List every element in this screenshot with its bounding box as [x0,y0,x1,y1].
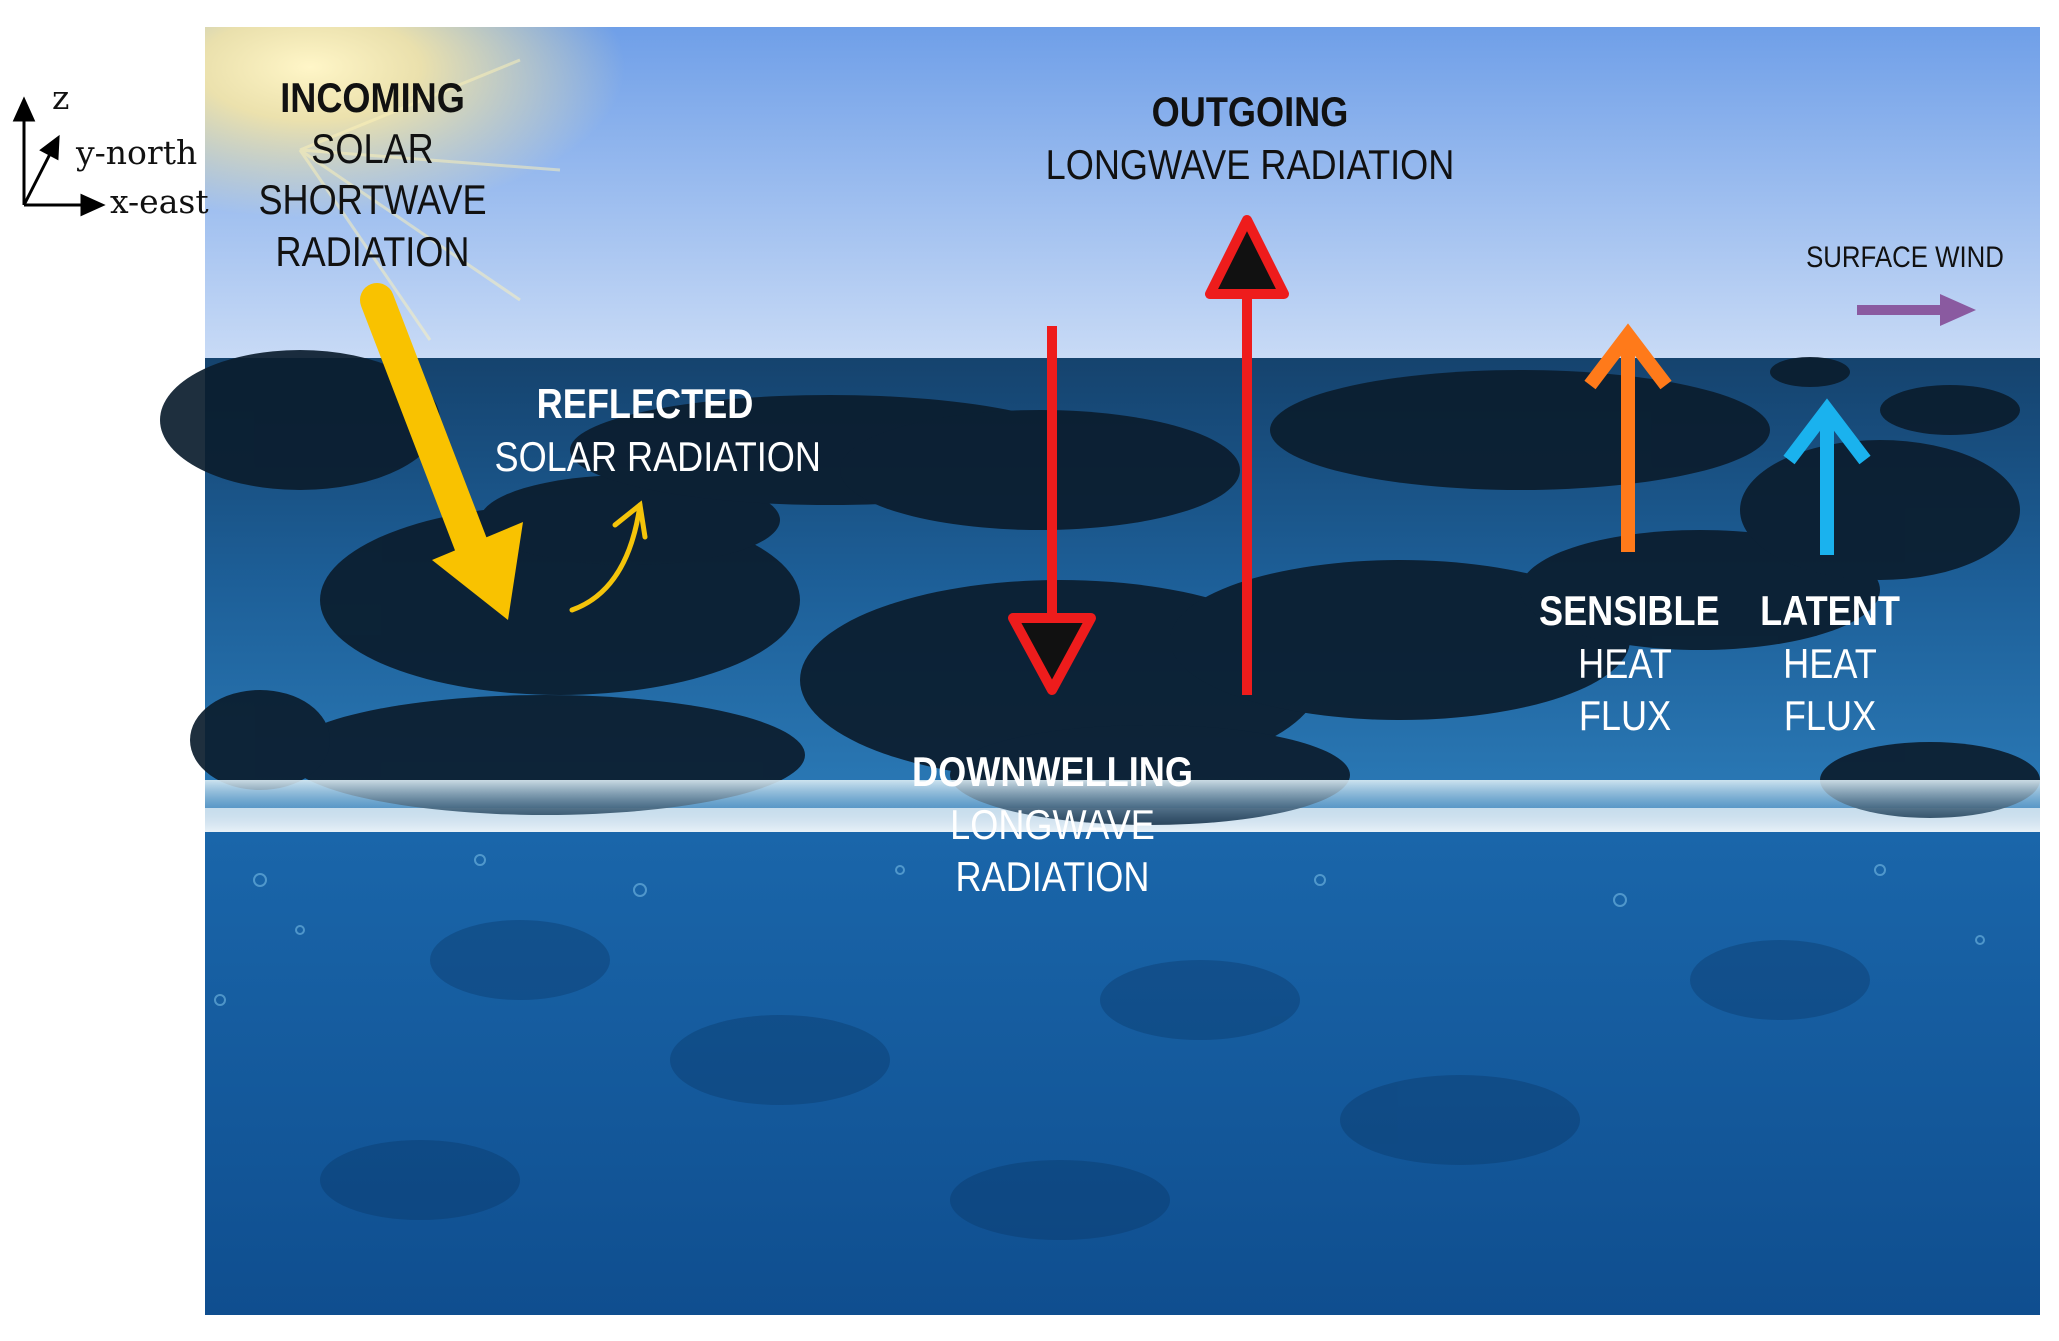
label-outgoing-bold: OUTGOING [1151,88,1349,135]
axes-icon [12,96,106,217]
label-incoming-line3: RADIATION [275,227,470,275]
label-incoming-line2: SHORTWAVE [258,176,487,224]
foam-line [205,780,2040,840]
outgoing-longwave-arrow [1205,215,1289,695]
label-incoming: INCOMING SOLAR SHORTWAVE RADIATION [250,72,495,277]
label-downwelling-line2: RADIATION [955,853,1150,900]
label-latent: LATENT HEAT FLUX [1757,585,1903,743]
label-sensible: SENSIBLE HEAT FLUX [1539,585,1720,743]
deep-swirls [320,920,1870,1240]
label-reflected-line1: SOLAR RADIATION [494,432,821,480]
label-sensible-bold: SENSIBLE [1539,587,1720,634]
sensible-heat-arrow [1584,323,1672,552]
label-sensible-line2: FLUX [1578,692,1672,739]
label-reflected: REFLECTED SOLAR RADIATION [494,378,821,483]
label-latent-line2: FLUX [1783,692,1877,739]
label-latent-bold: LATENT [1760,587,1900,634]
label-incoming-line1: SOLAR [311,125,434,173]
deep-ocean [205,832,2040,1315]
label-surface-wind: SURFACE WIND [1806,241,2004,274]
label-latent-line1: HEAT [1783,639,1877,687]
label-outgoing: OUTGOING LONGWAVE RADIATION [1026,86,1473,191]
surface-patches [160,350,2040,825]
label-incoming-bold: INCOMING [280,74,465,121]
incoming-shortwave-arrow [360,283,523,620]
label-downwelling: DOWNWELLING LONGWAVE RADIATION [904,746,1201,904]
downwelling-longwave-arrow [1008,326,1096,695]
bubbles [214,854,1985,1006]
label-downwelling-bold: DOWNWELLING [912,748,1193,795]
axis-z-label: z [52,78,70,117]
label-downwelling-line1: LONGWAVE [950,800,1155,848]
sun-rays-icon [298,58,561,341]
surface-wind-arrow [1857,294,1976,326]
label-sensible-line1: HEAT [1578,639,1672,687]
axis-x-label: x-east [110,182,209,221]
axis-y-label: y-north [76,133,198,172]
latent-heat-arrow [1783,398,1871,555]
label-reflected-bold: REFLECTED [536,380,754,427]
sun-glow [205,27,905,362]
label-outgoing-line1: LONGWAVE RADIATION [1045,140,1455,188]
reflected-arrow [569,500,648,613]
